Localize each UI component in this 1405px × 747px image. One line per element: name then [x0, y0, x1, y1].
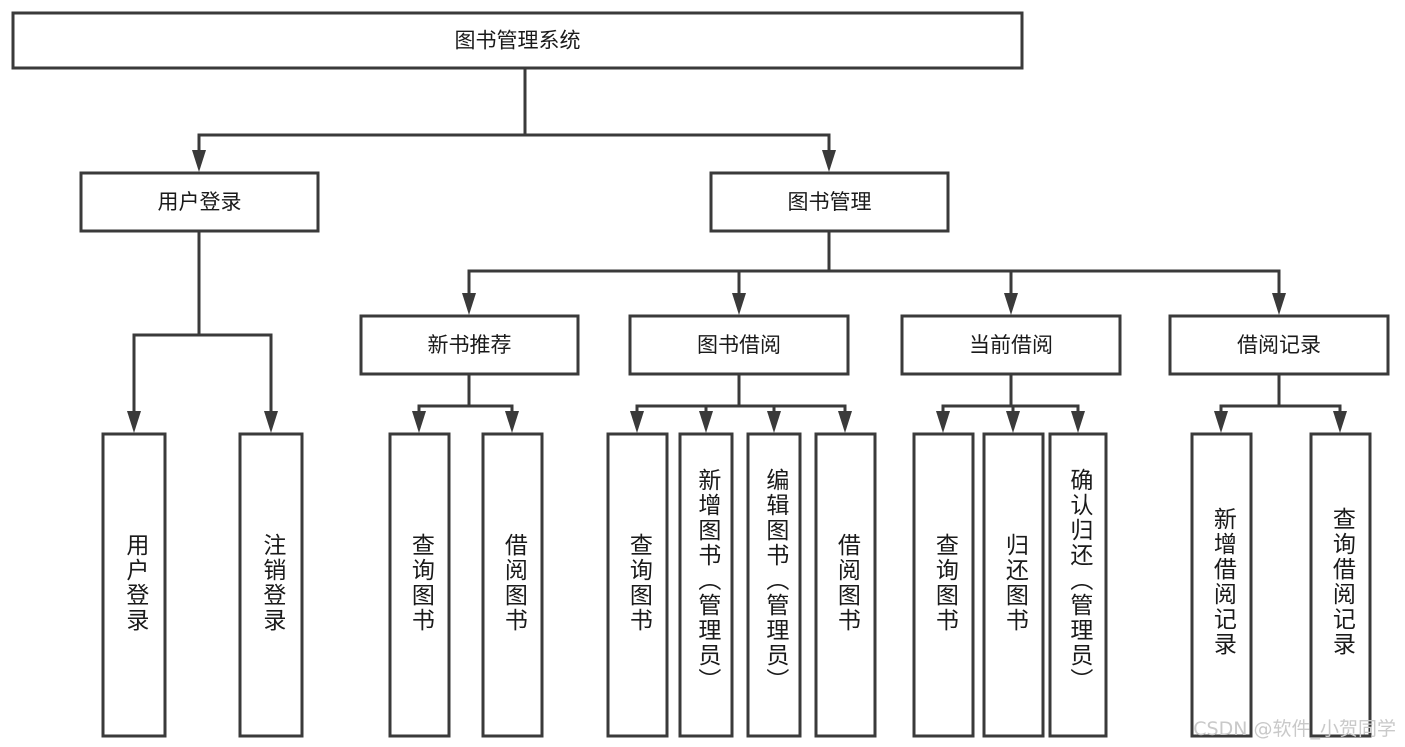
- arrow-head-icon: [838, 411, 852, 433]
- node-level3-1-label: 图书借阅: [697, 333, 781, 357]
- arrow-head-icon: [1214, 411, 1228, 433]
- arrow-head-icon: [1071, 411, 1085, 433]
- connector-layer: [127, 66, 1347, 433]
- node-leaf-8: [912, 432, 975, 738]
- arrow-head-icon: [732, 293, 746, 315]
- node-leaf-5: [678, 432, 734, 738]
- arrow-head-icon: [505, 411, 519, 433]
- node-level2-1-label: 图书管理: [788, 190, 872, 214]
- arrow-head-icon: [1004, 293, 1018, 315]
- arrow-head-icon: [1006, 411, 1020, 433]
- node-level2-0-label: 用户登录: [158, 190, 242, 214]
- node-level3-3-label: 借阅记录: [1237, 333, 1321, 357]
- arrow-head-icon: [1333, 411, 1347, 433]
- arrow-head-icon: [767, 411, 781, 433]
- arrow-head-icon: [699, 411, 713, 433]
- arrow-head-icon: [822, 150, 836, 172]
- arrow-head-icon: [192, 150, 206, 172]
- box-layer: [11, 11, 1390, 738]
- node-leaf-9: [982, 432, 1045, 738]
- node-level3-2-label: 当前借阅: [969, 333, 1053, 357]
- arrow-head-icon: [412, 411, 426, 433]
- node-root-system-label: 图书管理系统: [455, 29, 581, 53]
- arrow-head-icon: [936, 411, 950, 433]
- node-leaf-11: [1190, 432, 1253, 738]
- node-root-system: [11, 11, 1024, 70]
- node-leaf-7: [814, 432, 877, 738]
- arrow-head-icon: [1272, 293, 1286, 315]
- node-leaf-0: [101, 432, 167, 738]
- node-level3-3: [1168, 314, 1390, 376]
- node-leaf-4: [606, 432, 669, 738]
- node-level3-2: [900, 314, 1122, 376]
- node-leaf-12: [1309, 432, 1372, 738]
- node-level2-1: [709, 171, 950, 233]
- node-leaf-3: [481, 432, 544, 738]
- arrow-head-icon: [264, 411, 278, 433]
- arrow-head-icon: [462, 293, 476, 315]
- node-level3-0-label: 新书推荐: [428, 333, 512, 357]
- node-leaf-2: [388, 432, 451, 738]
- arrow-head-icon: [127, 411, 141, 433]
- arrow-head-icon: [630, 411, 644, 433]
- node-level2-0: [79, 171, 320, 233]
- node-leaf-6: [746, 432, 802, 738]
- node-level3-0: [359, 314, 580, 376]
- node-leaf-1: [238, 432, 304, 738]
- node-leaf-10: [1048, 432, 1108, 738]
- node-level3-1: [628, 314, 850, 376]
